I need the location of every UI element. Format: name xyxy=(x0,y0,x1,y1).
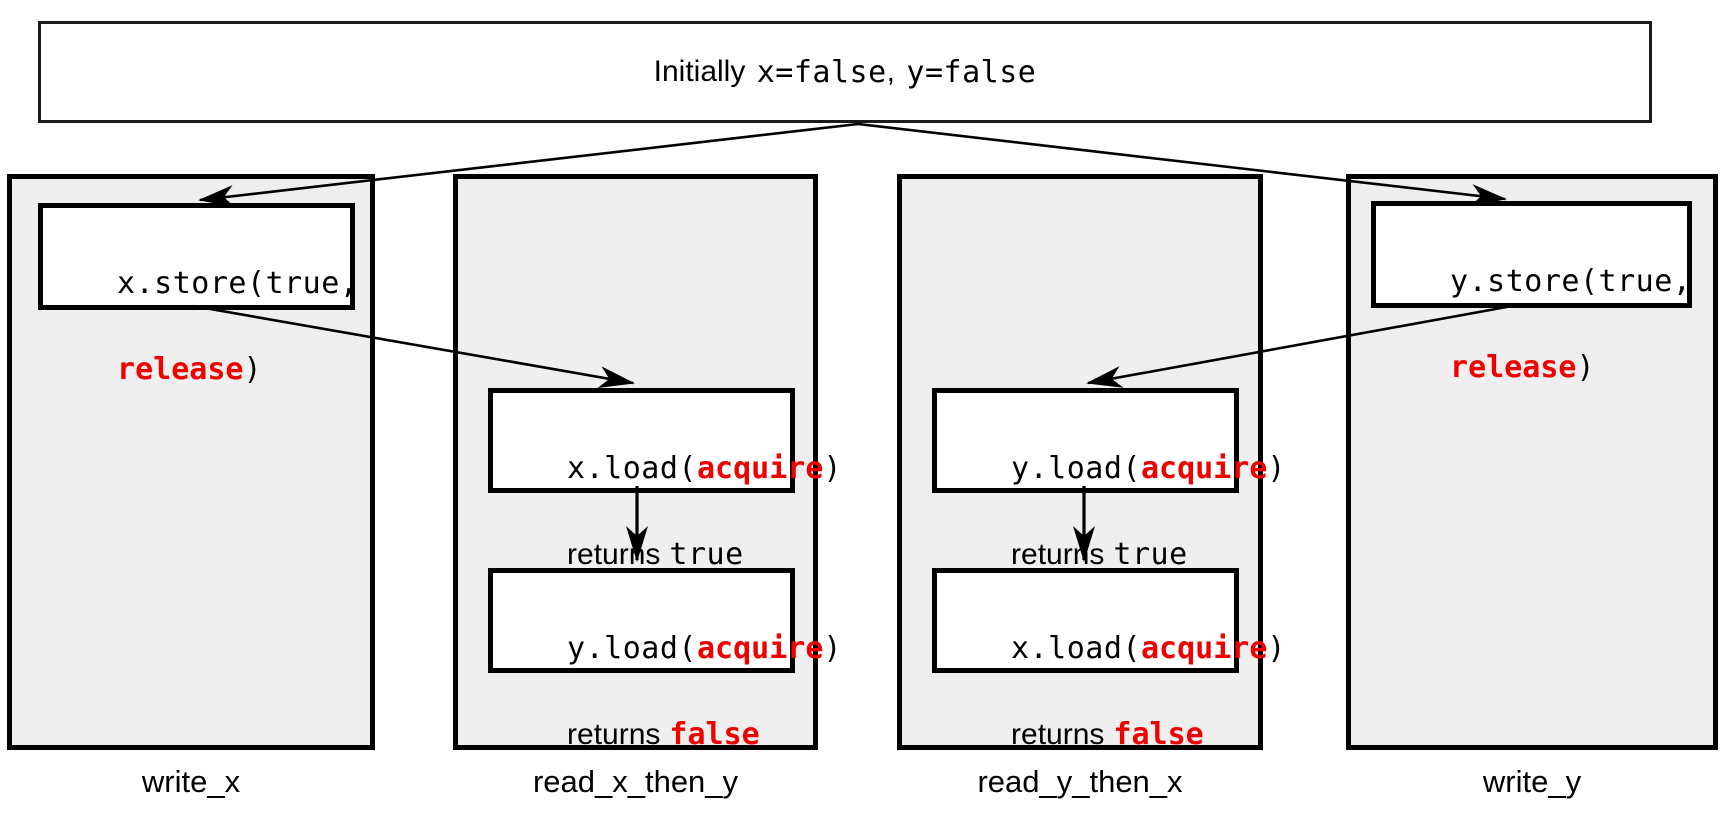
load-y-close-paren: ) xyxy=(1267,451,1286,486)
release-keyword: release xyxy=(1450,350,1577,385)
release-keyword: release xyxy=(117,352,244,387)
thread-label-write-x: write_x xyxy=(141,764,241,799)
thread-panel-write-y: y.store(true, release) xyxy=(1346,174,1718,750)
store-x-close-paren: ) xyxy=(243,352,263,387)
store-y-code-line1: y.store(true, xyxy=(1450,264,1692,299)
initial-state-intro: Initially xyxy=(653,55,746,88)
load-y-close-paren: ) xyxy=(823,631,842,666)
store-y-box: y.store(true, release) xyxy=(1371,201,1692,385)
returns-word: returns xyxy=(1011,538,1105,571)
load-x-close-paren: ) xyxy=(1267,631,1286,666)
store-x-box: x.store(true, release) xyxy=(38,203,359,387)
thread-label-read-y-then-x: read_y_then_x xyxy=(977,764,1183,799)
acquire-keyword: acquire xyxy=(1140,451,1268,486)
load-y-result-false: false xyxy=(669,717,760,752)
initial-y-value: y=false xyxy=(906,54,1037,90)
initial-x-value: x=false xyxy=(756,54,887,90)
load-x-close-paren: ) xyxy=(823,451,842,486)
returns-word: returns xyxy=(567,718,661,751)
returns-word: returns xyxy=(1011,718,1105,751)
load-y-call: y.load( xyxy=(1011,451,1141,486)
thread-label-read-x-then-y: read_x_then_y xyxy=(532,764,739,799)
initial-state-box: Initially x=false, y=false xyxy=(38,21,1652,123)
returns-word: returns xyxy=(567,538,661,571)
acquire-keyword: acquire xyxy=(696,631,824,666)
load-x-call: x.load( xyxy=(567,451,697,486)
acquire-keyword: acquire xyxy=(696,451,824,486)
load-y-call: y.load( xyxy=(567,631,697,666)
load-y-result: true xyxy=(1113,537,1188,572)
load-x-result: true xyxy=(669,537,744,572)
initial-separator: , xyxy=(886,55,896,88)
store-x-code-line1: x.store(true, xyxy=(117,266,359,301)
thread-panel-write-x: x.store(true, release) xyxy=(7,174,375,750)
thread-label-write-y: write_y xyxy=(1482,764,1582,799)
load-x-call: x.load( xyxy=(1011,631,1141,666)
acquire-keyword: acquire xyxy=(1140,631,1268,666)
load-x-result-false: false xyxy=(1113,717,1204,752)
store-y-close-paren: ) xyxy=(1576,350,1596,385)
